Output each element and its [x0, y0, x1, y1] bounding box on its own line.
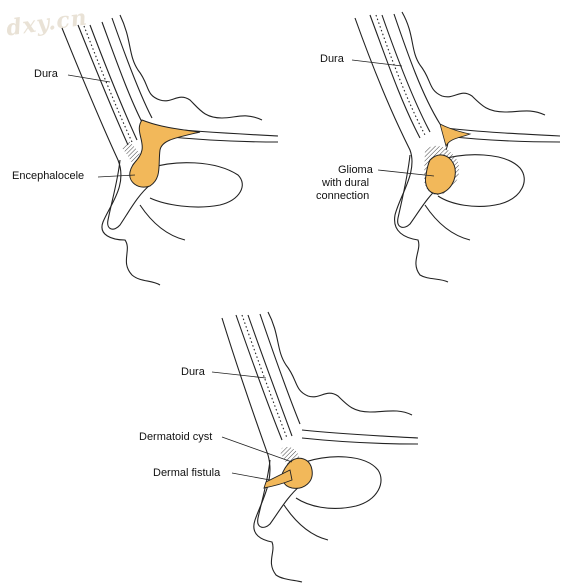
label-glioma-line2: with dural: [322, 177, 370, 189]
dermal-fistula-tract: [263, 469, 293, 489]
leader-dura-2: [351, 59, 403, 67]
brain-gyri: [401, 11, 546, 116]
skin-contour: [61, 27, 161, 286]
frontal-bone-outer: [77, 24, 129, 146]
frontal-bone-inner: [247, 314, 293, 437]
leader-dermatoid-cyst: [221, 436, 293, 463]
glioma-mass: [425, 154, 456, 195]
label-dermatoid-cyst: Dermatoid cyst: [139, 431, 213, 443]
glioma-dura-fill: [439, 123, 472, 148]
label-glioma-line3: connection: [316, 190, 370, 202]
dura-line: [101, 21, 146, 129]
skin-contour: [221, 317, 303, 583]
leader-glioma: [377, 169, 435, 177]
label-dura-3: Dura: [181, 366, 205, 378]
nasal-lower: [139, 204, 186, 241]
frontal-bone-outer: [369, 14, 421, 139]
nasal-lower: [424, 204, 471, 241]
brain-gyri: [267, 311, 413, 416]
nasal-cavity: [437, 154, 525, 207]
cribriform-plate-2: [301, 437, 419, 445]
dura-line: [259, 313, 301, 425]
label-dura-2: Dura: [320, 53, 344, 65]
leader-encephalocele: [97, 174, 136, 178]
leader-dura-3: [211, 371, 267, 379]
label-encephalocele: Encephalocele: [12, 170, 85, 182]
panel-encephalocele: [61, 14, 279, 286]
nasal-bone: [257, 459, 301, 528]
cribriform-plate: [444, 127, 561, 137]
label-dermal-fistula: Dermal fistula: [153, 467, 221, 479]
encephalocele-sac: [129, 119, 201, 188]
nasal-cavity: [149, 162, 243, 208]
brain-surface: [111, 17, 153, 119]
nasal-cavity: [295, 456, 382, 509]
frontal-bone-inner: [381, 14, 431, 133]
skin-contour: [354, 17, 449, 283]
label-dura-1: Dura: [34, 68, 58, 80]
panel-dermoid: [221, 311, 419, 583]
nasal-bone: [397, 154, 441, 228]
panel-glioma: [354, 11, 561, 283]
frontal-bone-dotted: [83, 25, 133, 143]
leader-dermal-fistula: [231, 472, 271, 481]
frontal-bone-dotted: [241, 314, 288, 439]
label-glioma: Glioma: [338, 164, 373, 176]
brain-gyri: [119, 14, 263, 121]
nasal-lower: [283, 504, 329, 541]
leader-dura-1: [67, 74, 111, 83]
dura-line: [393, 13, 441, 125]
frontal-bone-inner: [89, 24, 138, 141]
nasal-bone: [107, 159, 151, 230]
cribriform-plate: [301, 429, 419, 439]
